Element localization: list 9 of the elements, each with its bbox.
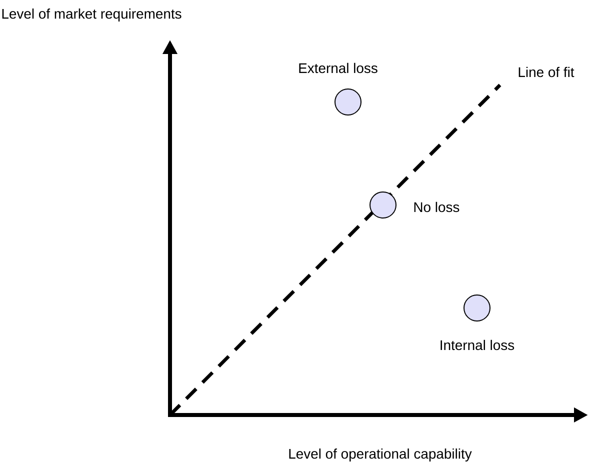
point-label: No loss	[414, 202, 460, 212]
point-marker	[464, 294, 490, 322]
axis-title: Level of operational capability	[289, 448, 472, 462]
line-label: Line of fit	[518, 66, 574, 78]
axis-title: Level of market requirements	[2, 8, 182, 22]
point-marker	[334, 88, 362, 116]
point-label: Internal loss	[440, 340, 514, 350]
point-label: External loss	[299, 62, 378, 74]
point-marker	[370, 192, 396, 218]
